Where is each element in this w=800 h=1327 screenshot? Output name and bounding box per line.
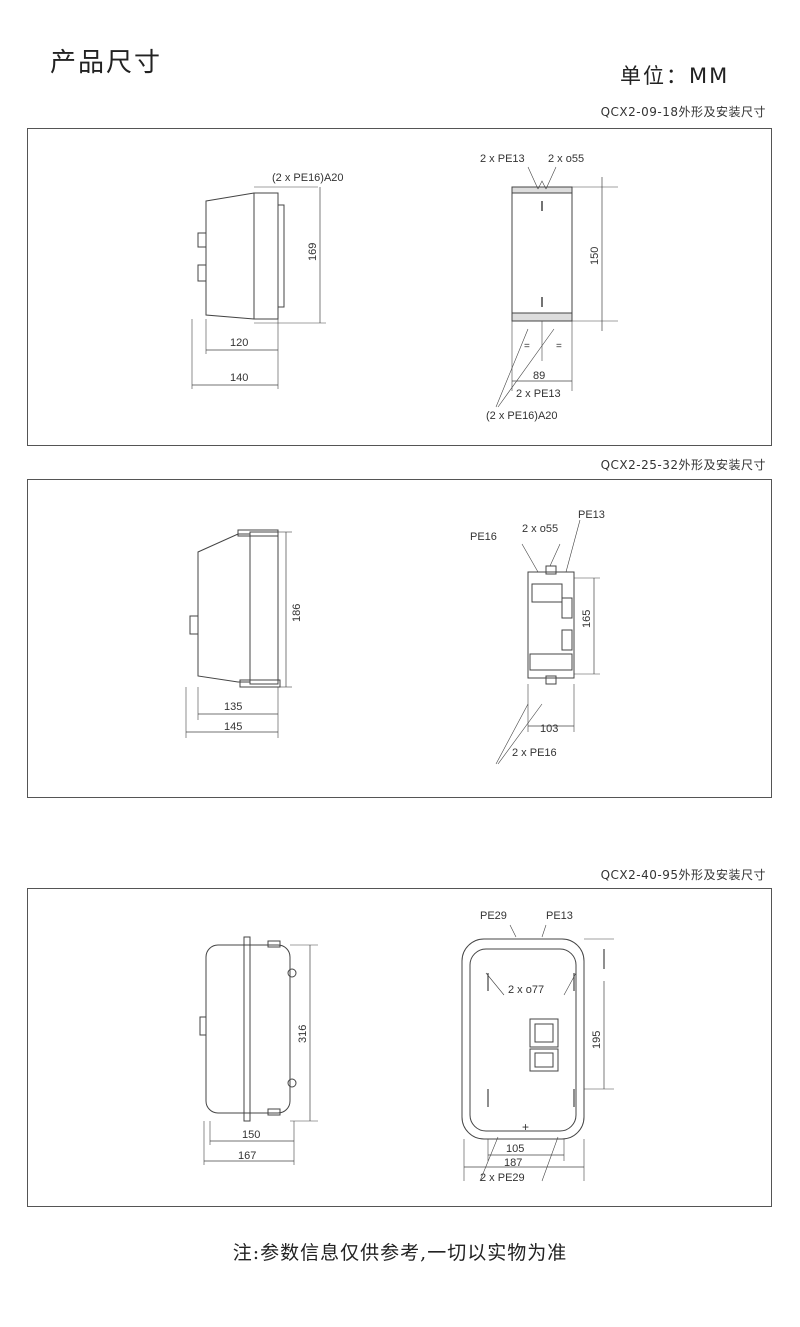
d1-eq-left: =	[524, 341, 530, 352]
d2-front-left-label: PE16	[470, 531, 497, 543]
diagram-2-panel: 186 135 145 PE16 2 x o55 PE13 165 103 2 …	[27, 479, 772, 798]
d3-height-label: 316	[297, 1025, 309, 1043]
d3-side-screw-top	[287, 968, 297, 978]
d3-side-body	[205, 944, 291, 1114]
d2-front-slot-1	[561, 597, 573, 619]
d1-front-height-label: 150	[589, 247, 601, 265]
d3-side-knob	[199, 1016, 207, 1036]
d3-front-width-outer-label: 187	[504, 1157, 522, 1169]
d2-front-module-2	[529, 653, 573, 671]
diagram-3-caption: QCX2-40-95外形及安装尺寸	[600, 868, 766, 882]
d3-front-width-inner-label: 105	[506, 1143, 524, 1155]
d1-side-lip	[278, 204, 285, 308]
d1-side-knob-bottom	[197, 264, 207, 282]
d3-front-window-2	[529, 1048, 559, 1072]
d2-front-height-label: 165	[581, 610, 593, 628]
d3-front-window-2-inner	[534, 1052, 554, 1068]
d1-front-bottom-band	[511, 312, 573, 322]
d2-front-module-1	[531, 583, 563, 603]
d2-side-knob	[189, 615, 199, 635]
d1-front-bottom-2-label: (2 x PE16)A20	[486, 410, 558, 422]
d2-side-body	[197, 533, 251, 683]
diagram-2-caption: QCX2-25-32外形及安装尺寸	[600, 458, 766, 472]
footer-note: 注:参数信息仅供参考,一切以实物为准	[232, 1242, 568, 1264]
d3-width-inner-label: 150	[242, 1129, 260, 1141]
diagram-2-drawing: 186 135 145 PE16 2 x o55 PE13 165 103 2 …	[185, 509, 605, 765]
d2-front-bottom-tab	[545, 675, 557, 685]
d3-width-outer-label: 167	[238, 1150, 256, 1162]
d2-width-outer-label: 145	[224, 721, 242, 733]
d2-width-inner-label: 135	[224, 701, 242, 713]
d3-front-top-left-label: PE29	[480, 910, 507, 922]
diagram-3-drawing: 316 150 167 PE29 PE13 2 x o77 195 + 105 …	[199, 910, 614, 1184]
d1-side-body	[205, 192, 279, 320]
d3-side-strap	[243, 936, 251, 1122]
diagram-1-caption: QCX2-09-18外形及安装尺寸	[600, 105, 766, 119]
d1-side-cover	[253, 192, 279, 320]
page-title: 产品尺寸	[50, 48, 163, 78]
d3-front-outer	[461, 938, 585, 1140]
d1-side-knob-top	[197, 232, 207, 248]
d1-width-outer-label: 140	[230, 372, 248, 384]
d2-front-top-tab	[545, 565, 557, 575]
d1-front-top-left-label: 2 x PE13	[480, 153, 525, 165]
d1-eq-right: =	[556, 341, 562, 352]
d2-side-bottom-cap	[239, 679, 281, 688]
d2-side-cover	[249, 531, 279, 685]
d3-front-window-1-inner	[534, 1023, 554, 1043]
d1-front-top-band	[511, 186, 573, 194]
unit-label: 单位：MM	[620, 64, 730, 88]
d2-height-label: 186	[291, 604, 303, 622]
d3-side-top-clip	[267, 940, 281, 948]
d2-front-body	[527, 571, 575, 679]
d2-front-right-label: PE13	[578, 509, 605, 521]
d1-width-inner-label: 120	[230, 337, 248, 349]
d3-plus-mark: +	[522, 1120, 529, 1134]
d1-height-label: 169	[307, 243, 319, 261]
d3-front-height-label: 195	[591, 1031, 603, 1049]
d2-front-width-label: 103	[540, 723, 558, 735]
d3-front-mid-label: 2 x o77	[508, 984, 544, 996]
d3-front-window-1	[529, 1018, 559, 1048]
d3-front-top-right-label: PE13	[546, 910, 573, 922]
diagram-3-panel: 316 150 167 PE29 PE13 2 x o77 195 + 105 …	[27, 888, 772, 1207]
d3-front-inner	[469, 948, 577, 1132]
d3-side-screw-bottom	[287, 1078, 297, 1088]
d1-front-top-right-label: 2 x o55	[548, 153, 584, 165]
d2-front-bottom-label: 2 x PE16	[512, 747, 557, 759]
d3-front-bottom-label: 2 x PE29	[480, 1172, 525, 1184]
d1-side-top-label: (2 x PE16)A20	[272, 172, 344, 184]
d1-front-bottom-1-label: 2 x PE13	[516, 388, 561, 400]
d2-front-mid-label: 2 x o55	[522, 523, 558, 535]
d1-front-width-label: 89	[533, 370, 545, 382]
d2-front-slot-2	[561, 629, 573, 651]
diagram-1-drawing: (2 x PE16)A20 169 120 140 2 x PE13 2 x o…	[191, 153, 618, 422]
diagram-1-panel: (2 x PE16)A20 169 120 140 2 x PE13 2 x o…	[27, 128, 772, 446]
d2-side-top-cap	[237, 529, 279, 537]
d3-side-bottom-clip	[267, 1108, 281, 1116]
